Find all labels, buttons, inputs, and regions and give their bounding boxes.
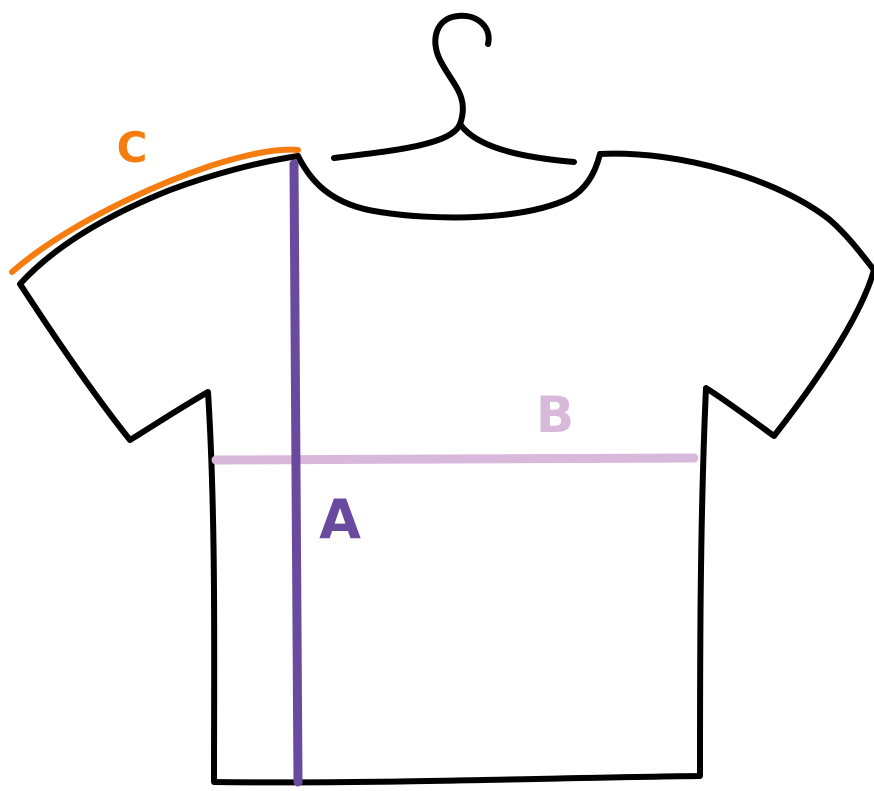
- label-b: B: [536, 386, 574, 444]
- hanger-icon: [334, 16, 574, 162]
- measure-line-b: [216, 458, 694, 460]
- tshirt-outline: [20, 154, 874, 783]
- label-a: A: [319, 488, 361, 551]
- label-c: C: [117, 123, 148, 172]
- measure-line-a: [294, 164, 298, 782]
